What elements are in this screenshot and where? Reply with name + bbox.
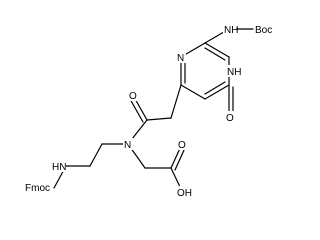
ring-oxo-label: O <box>226 113 234 124</box>
boc-label: Boc <box>255 25 272 36</box>
ring-n-label: N <box>177 53 184 64</box>
amide-nitrogen-label: N <box>124 140 131 151</box>
fmoc-nh-label: HN <box>52 162 66 173</box>
bond-ring-c5-c4-double <box>204 81 226 95</box>
fmoc-label: Fmoc <box>25 183 50 194</box>
bond-ring-c6-c5 <box>180 84 206 100</box>
amide-oxygen-label: O <box>129 91 137 102</box>
acid-oxygen-label: O <box>178 140 186 151</box>
bond-ring-n3-c2-double <box>204 47 226 61</box>
ring-nh-label: NH <box>227 67 241 78</box>
bond-amide-co-double <box>129 98 144 123</box>
bond-ch2-carbonyl <box>146 117 172 121</box>
bond-acid-oh <box>170 167 182 190</box>
bond-ch2-ch2 <box>89 143 103 167</box>
boc-nh-label: NH <box>224 25 238 36</box>
bond-c6-ch2 <box>170 84 182 119</box>
acid-hydroxyl-label: OH <box>177 188 192 199</box>
bond-ring-n3-c2 <box>204 42 230 58</box>
bond-acid-co-double <box>174 147 186 171</box>
bond-ring-c5-c4 <box>204 84 230 100</box>
